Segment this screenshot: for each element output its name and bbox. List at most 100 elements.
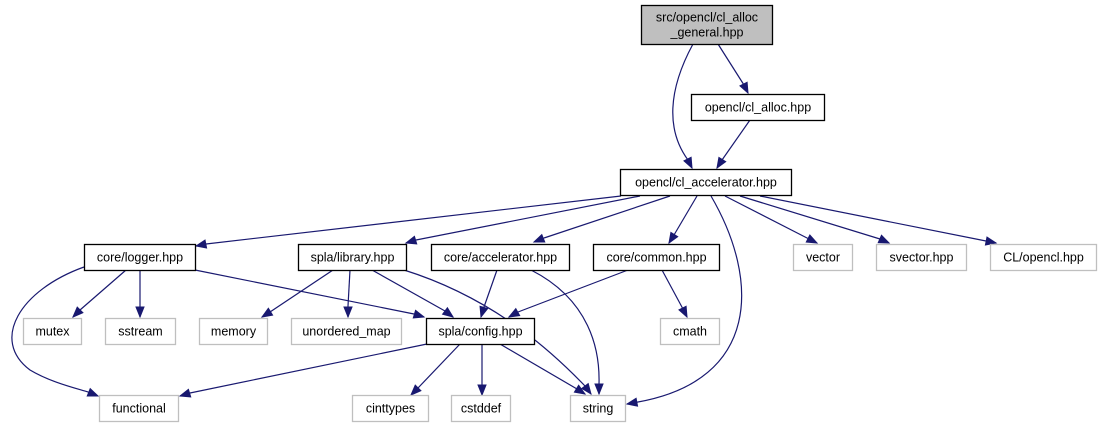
node-label: functional bbox=[112, 402, 166, 416]
edge-line-tail bbox=[584, 385, 592, 395]
edge-line-tail bbox=[405, 239, 417, 244]
node-label: memory bbox=[211, 325, 257, 339]
node-label: spla/library.hpp bbox=[311, 251, 395, 265]
edge-line bbox=[672, 43, 694, 161]
edge-line bbox=[739, 195, 881, 240]
edge-line-tail bbox=[179, 392, 191, 397]
edge-line-tail bbox=[682, 308, 688, 318]
edge-common-to-config bbox=[507, 269, 629, 318]
edges-layer bbox=[11, 43, 998, 407]
edge-line-tail bbox=[72, 309, 81, 318]
edge-line-tail bbox=[576, 388, 586, 395]
node-label: opencl/cl_accelerator.hpp bbox=[635, 176, 777, 190]
edge-config-to-cstddef bbox=[477, 344, 487, 397]
edge-root-to-cl_accelerator bbox=[672, 43, 694, 170]
edge-line bbox=[673, 195, 698, 236]
edge-logger-to-functional bbox=[11, 266, 100, 397]
edge-cl_accelerator-to-core_accelerator bbox=[532, 195, 671, 243]
node-functional: functional bbox=[98, 394, 180, 423]
node-cl-alloc[interactable]: opencl/cl_alloc.hpp bbox=[690, 93, 826, 122]
node-label: cinttypes bbox=[366, 402, 415, 416]
node-box bbox=[351, 394, 430, 423]
edge-line-tail bbox=[687, 159, 693, 169]
edge-cl_accelerator-to-vector bbox=[724, 195, 819, 244]
edge-config-to-functional bbox=[178, 343, 428, 398]
node-label: string bbox=[583, 402, 614, 416]
edge-line-tail bbox=[985, 240, 997, 244]
edge-line bbox=[371, 269, 446, 312]
node-unordered-map: unordered_map bbox=[290, 317, 403, 346]
node-box bbox=[792, 243, 854, 272]
edge-config-to-cinttypes bbox=[410, 343, 461, 396]
edge-line bbox=[637, 195, 743, 403]
node-cstddef: cstddef bbox=[450, 394, 512, 423]
node-box bbox=[198, 317, 269, 346]
edge-line bbox=[269, 269, 334, 313]
node-box bbox=[290, 317, 403, 346]
edge-line-tail bbox=[410, 387, 419, 396]
edge-cl_accelerator-to-string bbox=[625, 195, 743, 407]
node-memory: memory bbox=[198, 317, 269, 346]
edge-line-tail bbox=[413, 313, 425, 318]
edge-library-to-memory bbox=[260, 269, 334, 318]
edge-cl_accelerator-to-svector bbox=[739, 195, 891, 244]
node-label: mutex bbox=[35, 325, 70, 339]
edge-logger-to-config bbox=[194, 269, 426, 319]
node-library[interactable]: spla/library.hpp bbox=[297, 243, 408, 272]
arrowhead-icon bbox=[877, 234, 891, 244]
node-label: unordered_map bbox=[302, 325, 390, 339]
edge-library-to-config bbox=[371, 269, 455, 318]
node-common[interactable]: core/common.hpp bbox=[592, 243, 721, 272]
edge-config-to-string bbox=[499, 343, 587, 395]
edge-cl_accelerator-to-cl_opencl bbox=[759, 195, 998, 246]
node-label: cstddef bbox=[461, 402, 502, 416]
node-label: CL/opencl.hpp bbox=[1003, 251, 1084, 265]
node-label: svector.hpp bbox=[890, 251, 954, 265]
edge-line-tail bbox=[261, 311, 271, 318]
edge-logger-to-mutex bbox=[72, 269, 127, 318]
node-string: string bbox=[569, 394, 627, 423]
node-box bbox=[569, 394, 627, 423]
edge-line-tail bbox=[480, 306, 485, 318]
node-root[interactable]: src/opencl/cl_alloc_general.hpp bbox=[640, 4, 774, 46]
node-label: src/opencl/cl_alloc bbox=[656, 11, 758, 25]
edge-line bbox=[530, 269, 600, 385]
node-sstream: sstream bbox=[104, 317, 177, 346]
edge-line-tail bbox=[533, 237, 545, 243]
node-box bbox=[640, 4, 774, 46]
node-mutex: mutex bbox=[22, 317, 83, 346]
edge-line-tail bbox=[716, 159, 723, 169]
node-label: core/accelerator.hpp bbox=[444, 251, 557, 265]
edge-core_accelerator-to-config bbox=[479, 269, 498, 319]
node-box bbox=[690, 93, 826, 122]
edge-line bbox=[721, 119, 751, 161]
node-box bbox=[425, 317, 536, 346]
edge-line-tail bbox=[508, 311, 519, 318]
edge-line bbox=[79, 269, 127, 311]
edge-line bbox=[661, 269, 684, 310]
edge-line bbox=[415, 195, 641, 241]
node-label: _general.hpp bbox=[670, 26, 744, 40]
node-label: opencl/cl_alloc.hpp bbox=[705, 101, 811, 115]
edge-root-to-cl_alloc bbox=[717, 43, 749, 95]
node-label: spla/config.hpp bbox=[438, 325, 522, 339]
node-box bbox=[83, 243, 197, 272]
edge-line bbox=[483, 269, 498, 308]
edge-common-to-cmath bbox=[661, 269, 688, 319]
edge-line bbox=[543, 195, 671, 239]
node-box bbox=[619, 168, 793, 197]
node-label: core/logger.hpp bbox=[97, 251, 183, 265]
node-core-accelerator[interactable]: core/accelerator.hpp bbox=[430, 243, 571, 272]
edge-line bbox=[759, 195, 987, 242]
edge-line bbox=[194, 269, 415, 315]
edge-line bbox=[347, 269, 351, 307]
edge-cl_accelerator-to-common bbox=[668, 195, 698, 245]
node-logger[interactable]: core/logger.hpp bbox=[83, 243, 197, 272]
node-box bbox=[989, 243, 1098, 272]
edge-line-tail bbox=[195, 243, 207, 247]
edge-line bbox=[417, 343, 461, 389]
node-cl-accelerator[interactable]: opencl/cl_accelerator.hpp bbox=[619, 168, 793, 197]
node-config[interactable]: spla/config.hpp bbox=[425, 317, 536, 346]
edge-line-tail bbox=[743, 84, 749, 94]
node-vector: vector bbox=[792, 243, 854, 272]
